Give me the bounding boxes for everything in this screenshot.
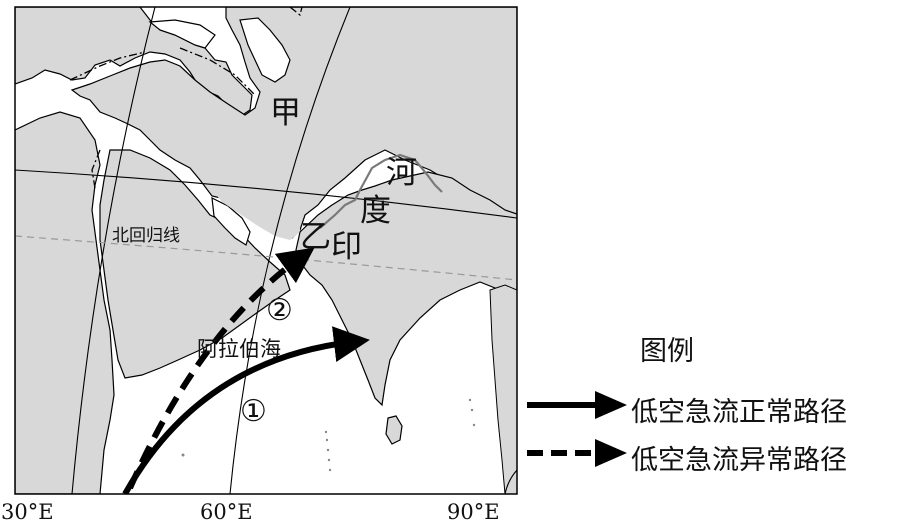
- label-route-abnormal-number: ②: [266, 293, 293, 328]
- graticule: [15, 7, 517, 494]
- route-abnormal: [127, 247, 315, 490]
- label-du: 度: [360, 193, 391, 229]
- longitude-60e: 60°E: [200, 500, 253, 524]
- legend-title: 图例: [640, 336, 694, 367]
- legend-abnormal: 低空急流异常路径: [525, 433, 910, 476]
- se-asia-land: [489, 284, 517, 494]
- longitude-30e: 30°E: [1, 500, 54, 524]
- islands: [181, 398, 476, 472]
- legend-normal-label: 低空急流正常路径: [631, 397, 847, 428]
- legend-normal: 低空急流正常路径: [525, 385, 910, 428]
- map-frame: [14, 6, 518, 495]
- label-he: 河: [386, 155, 417, 191]
- black-sea: [148, 19, 216, 49]
- persian-gulf: [211, 196, 251, 246]
- africa-land: [15, 111, 115, 494]
- indus-river: [319, 153, 443, 229]
- label-tropic: 北回归线: [112, 226, 180, 246]
- sri-lanka: [385, 415, 403, 445]
- label-route-normal-number: ①: [240, 394, 267, 429]
- longitude-90e: 90°E: [447, 500, 500, 524]
- route-normal: [122, 326, 370, 494]
- india-land: [295, 171, 517, 407]
- label-jia: 甲: [270, 95, 301, 131]
- central-asia-land: [70, 7, 517, 239]
- tropic-of-cancer: [15, 235, 517, 281]
- label-yin: 印: [331, 229, 362, 265]
- legend-normal-arrow-icon: [527, 391, 627, 419]
- legend-abnormal-arrow-icon: [527, 439, 627, 467]
- label-yi: 乙: [300, 219, 331, 255]
- caspian-sea: [239, 17, 291, 83]
- label-arabian-sea: 阿拉伯海: [197, 337, 281, 361]
- arabia-land: [99, 149, 291, 379]
- iran-land: [200, 175, 300, 240]
- borders: [69, 7, 303, 189]
- legend-abnormal-label: 低空急流异常路径: [631, 445, 847, 476]
